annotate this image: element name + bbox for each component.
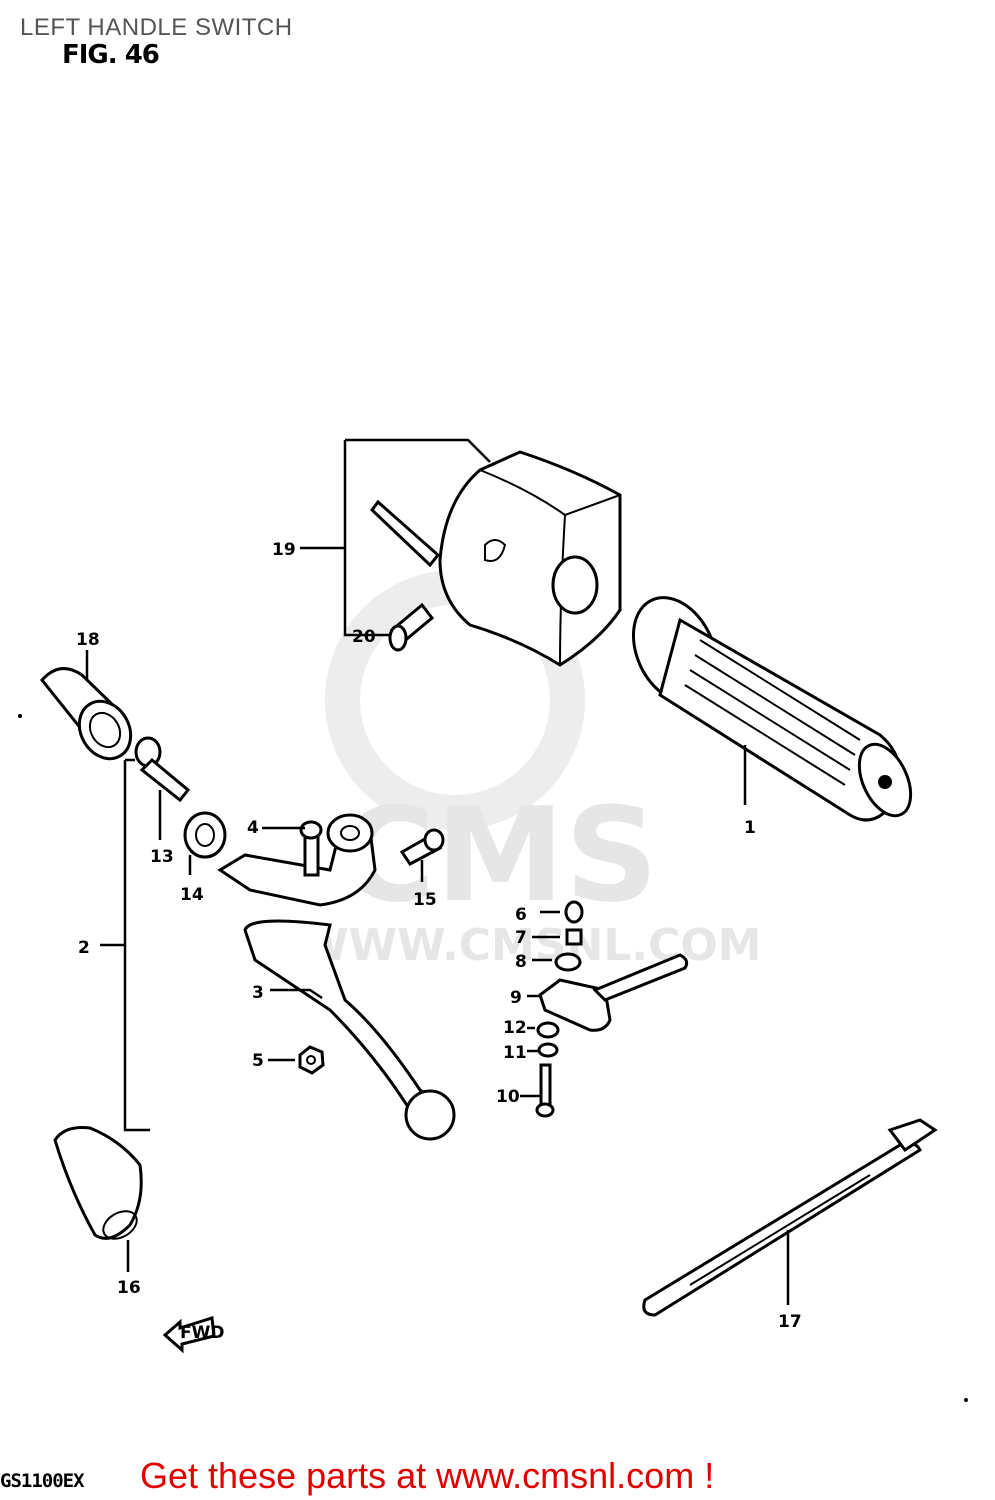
part-label-7: 7	[515, 928, 527, 948]
part-label-18: 18	[76, 630, 100, 650]
part-label-13: 13	[150, 847, 174, 867]
screw-20	[388, 602, 435, 652]
part-label-4: 4	[247, 818, 259, 838]
screw-15	[399, 828, 445, 866]
part-label-12: 12	[503, 1018, 527, 1038]
page-title: LEFT HANDLE SWITCH	[20, 14, 293, 41]
watermark-brand: CMS	[340, 779, 658, 931]
watermark-url: WWW.CMSNL.COM	[300, 920, 762, 971]
part-label-6: 6	[515, 905, 527, 925]
lever-cap	[40, 667, 133, 761]
leader-lines	[85, 438, 790, 1305]
part-label-8: 8	[515, 952, 527, 972]
part-label-9: 9	[510, 988, 522, 1008]
forward-arrow-label: FWD	[180, 1323, 224, 1343]
part-label-17: 17	[778, 1312, 802, 1332]
switch-assembly	[535, 900, 689, 1118]
switch-housing	[369, 450, 622, 667]
collar-14	[183, 811, 227, 859]
forward-arrow: FWD	[162, 1316, 224, 1354]
handle-grip	[631, 596, 913, 822]
model-code: GS1100EX	[0, 1470, 85, 1492]
tie-strap	[642, 1118, 938, 1317]
part-label-15: 15	[413, 890, 437, 910]
part-label-20: 20	[352, 627, 376, 647]
figure-number: FIG. 46	[62, 40, 160, 70]
part-label-2: 2	[78, 938, 90, 958]
part-label-16: 16	[117, 1278, 141, 1298]
part-label-5: 5	[252, 1051, 264, 1071]
clutch-lever	[243, 919, 456, 1141]
part-label-1: 1	[744, 818, 756, 838]
lever-boot	[53, 1126, 143, 1240]
part-label-14: 14	[180, 885, 204, 905]
nut-5	[298, 1045, 325, 1075]
part-label-19: 19	[272, 540, 296, 560]
part-label-11: 11	[503, 1043, 527, 1063]
promo-link[interactable]: Get these parts at www.cmsnl.com !	[140, 1455, 715, 1496]
part-labels: 1 2 3 4 5 6 7 8 9 10 11 12 13 14 15 16 1…	[76, 540, 802, 1332]
lever-holder	[217, 813, 377, 907]
part-label-3: 3	[252, 983, 264, 1003]
bolt-13	[134, 736, 191, 803]
part-label-10: 10	[496, 1087, 520, 1107]
